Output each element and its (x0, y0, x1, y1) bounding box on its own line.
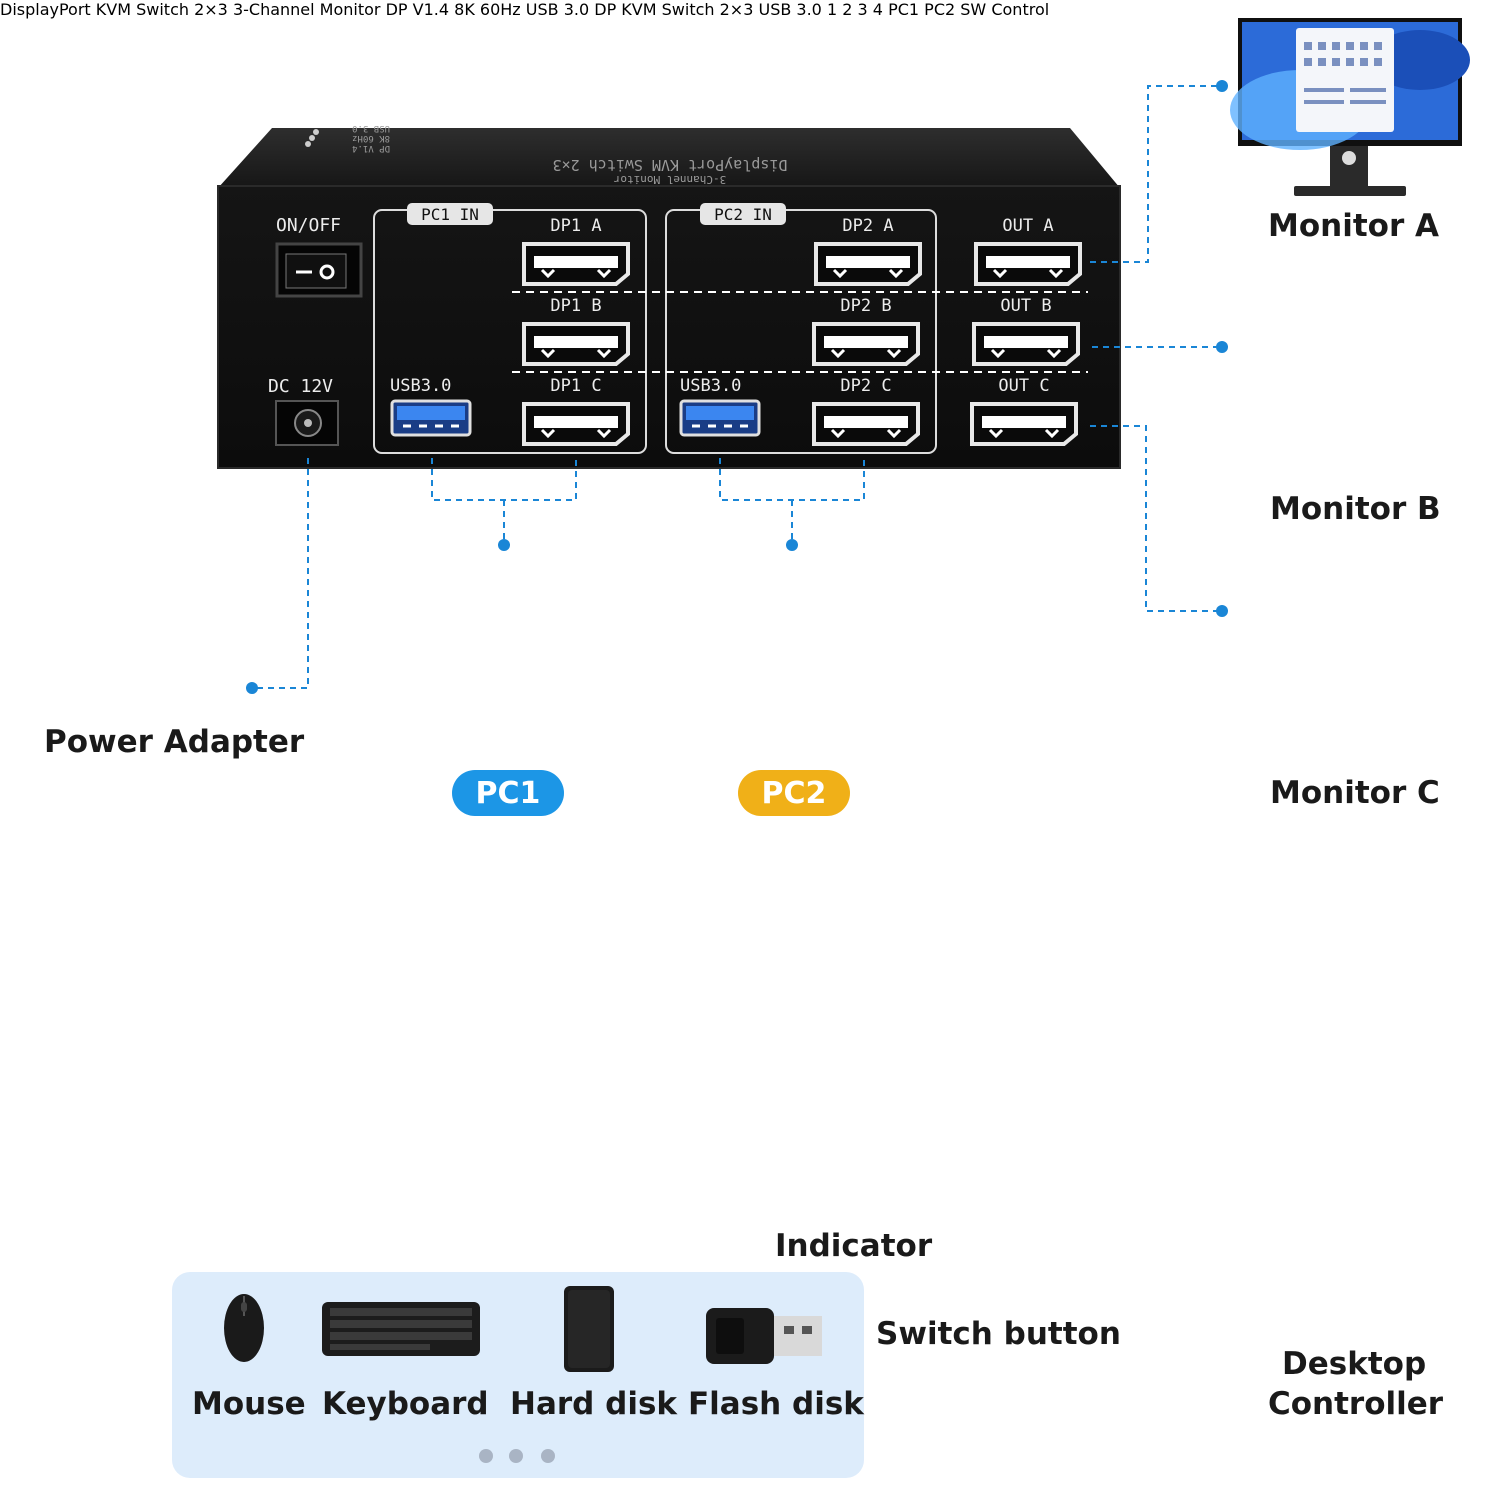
rear-top-label-1: DisplayPort KVM Switch 2×3 (553, 156, 788, 174)
indicator-label: Indicator (775, 1228, 933, 1264)
carousel-dot (479, 1449, 493, 1463)
pc1-port-c-label: DP1 C (550, 376, 601, 396)
usb-3-label: 3 (857, 0, 868, 19)
usb-4-label: 4 (872, 0, 883, 19)
monitor-a-label: Monitor A (1268, 208, 1440, 244)
flash-disk-icon (706, 1308, 822, 1364)
usb-label-pc1: USB3.0 (390, 376, 451, 396)
front-usb-1[interactable]: 2 3 4 PC1 PC2 SW Control PC1 PC2 Indicat… (172, 0, 1443, 1478)
pc1-group-label: PC1 IN (421, 205, 479, 224)
pc2-port-a-label: DP2 A (842, 216, 893, 236)
desktop-controller-label-1: Desktop (1282, 1346, 1427, 1382)
pc1-port-b-label: DP1 B (550, 296, 601, 316)
pc2-group-label: PC2 IN (714, 205, 772, 224)
usb-2-label: 2 (842, 0, 853, 19)
peripheral-icons (224, 1286, 822, 1463)
control-label: Control (991, 0, 1050, 19)
pc2-usb-port[interactable] (679, 399, 761, 437)
front-top-label-2: 3-Channel Monitor (232, 0, 381, 19)
front-title: DP KVM Switch 2×3 (594, 0, 754, 19)
switch-button-label: Switch button (876, 1316, 1121, 1352)
pc1-badge: PC1 (452, 770, 564, 816)
dp2b-port[interactable] (812, 322, 920, 366)
rear-spec-2: 8K 60Hz (352, 133, 390, 143)
out-a-port[interactable] (974, 242, 1082, 286)
peripheral-flash-disk-label: Flash disk (688, 1386, 864, 1422)
pc1-port-a-label: DP1 A (550, 216, 601, 236)
out-a-label: OUT A (1002, 216, 1053, 236)
pc2-badge: PC2 (738, 770, 850, 816)
keyboard-icon (322, 1302, 480, 1356)
front-top-label-1: DisplayPort KVM Switch 2×3 (0, 0, 228, 19)
usb-group-label: USB 3.0 (758, 0, 822, 19)
power-switch-label: ON/OFF (276, 215, 341, 236)
indicator-pc2-label: PC2 (924, 0, 956, 19)
usb-label-pc2: USB3.0 (680, 376, 741, 396)
pc1-usb-port[interactable] (390, 399, 472, 437)
out-b-port[interactable] (972, 322, 1080, 366)
monitor-a-icon (1230, 18, 1470, 196)
front-usb-2[interactable]: 3 4 PC1 PC2 SW Control PC1 PC2 Indicator… (172, 0, 1443, 1478)
front-usb-4[interactable]: PC1 PC2 SW Control PC1 PC2 Indicator Swi… (172, 0, 1443, 1478)
usb-1-label: 1 (826, 0, 838, 19)
monitor-c-label: Monitor C (1270, 775, 1440, 811)
rear-spec-1: DP V1.4 (352, 143, 390, 153)
carousel-dot (509, 1449, 523, 1463)
peripheral-hard-disk-label: Hard disk (510, 1386, 678, 1422)
rear-top-label-2: 3-Channel Monitor (613, 173, 726, 186)
dc-label: DC 12V (268, 376, 333, 397)
pc1-led: SW Control PC1 PC2 Indicator Switch butt… (172, 0, 1443, 1478)
dp2c-port[interactable] (812, 402, 920, 446)
front-usb-3[interactable]: 4 PC1 PC2 SW Control PC1 PC2 Indicator S… (172, 0, 1443, 1478)
front-spec-2: 8K 60Hz (454, 0, 521, 19)
out-c-label: OUT C (998, 376, 1049, 396)
dp1c-port[interactable] (522, 402, 630, 446)
dp1a-port[interactable] (522, 242, 630, 286)
front-spec-3: USB 3.0 (525, 0, 590, 19)
peripheral-panel (172, 1272, 864, 1478)
switch-button[interactable]: Control PC1 PC2 Indicator Switch button … (172, 0, 1443, 1478)
desktop-controller-label-2: Controller (1268, 1386, 1444, 1422)
out-c-port[interactable] (970, 402, 1078, 446)
power-adapter-label: Power Adapter (44, 724, 305, 760)
mouse-icon (224, 1294, 264, 1362)
front-spec-1: DP V1.4 (385, 0, 450, 19)
out-b-label: OUT B (1000, 296, 1051, 316)
dp1b-port[interactable] (522, 322, 630, 366)
switch-label: SW (960, 0, 987, 19)
indicator-pc1-label: PC1 (888, 0, 920, 19)
peripheral-keyboard-label: Keyboard (322, 1386, 489, 1422)
peripheral-mouse-label: Mouse (192, 1386, 306, 1422)
hard-disk-icon (564, 1286, 614, 1372)
dp2a-port[interactable] (814, 242, 922, 286)
monitor-b-label: Monitor B (1270, 491, 1441, 527)
pc2-led: SW Control PC1 PC2 Indicator Switch butt… (172, 0, 1443, 1478)
pc2-port-b-label: DP2 B (840, 296, 891, 316)
carousel-dot (541, 1449, 555, 1463)
rear-spec-3: USB 3.0 (352, 123, 390, 133)
pc2-port-c-label: DP2 C (840, 376, 891, 396)
